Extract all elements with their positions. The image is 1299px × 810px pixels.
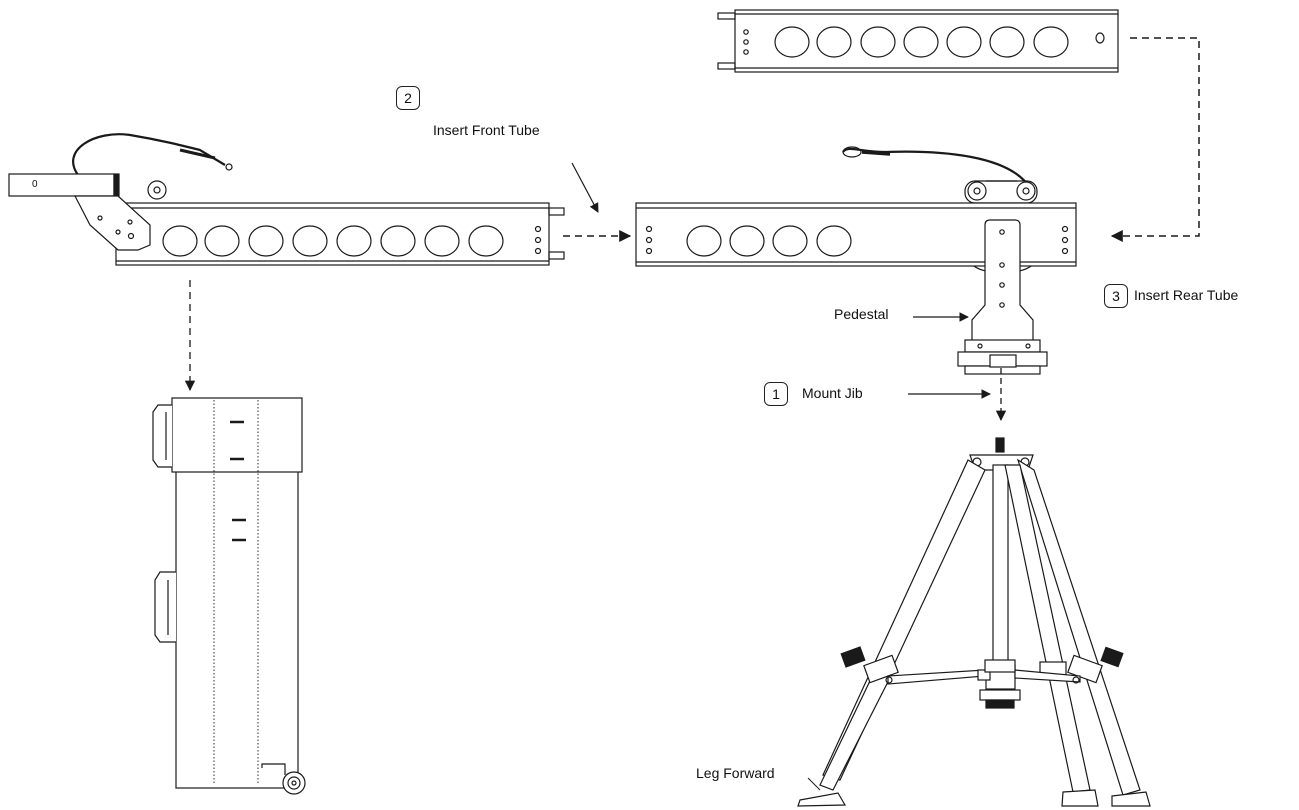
leg-forward-pointer <box>807 777 821 791</box>
leg-forward-label: Leg Forward <box>696 765 775 781</box>
pedestal <box>957 219 1048 375</box>
step-2-badge: 2 <box>396 86 420 110</box>
step-2-label: Insert Front Tube <box>433 122 540 138</box>
step-1-badge: 1 <box>764 382 788 406</box>
insert-front-tube-pointer <box>571 162 599 213</box>
step-1-label: Mount Jib <box>802 385 863 401</box>
front-block-label: 0 <box>32 179 38 190</box>
tripod <box>797 437 1151 807</box>
carry-case <box>152 397 306 795</box>
pedestal-label: Pedestal <box>834 306 889 322</box>
step-3-label: Insert Rear Tube <box>1134 287 1239 303</box>
rear-tube-insert-dashed-arrow <box>1110 37 1200 242</box>
rear-tube <box>717 9 1119 73</box>
step-3-badge: 3 <box>1104 284 1128 308</box>
front-tube <box>8 133 565 266</box>
